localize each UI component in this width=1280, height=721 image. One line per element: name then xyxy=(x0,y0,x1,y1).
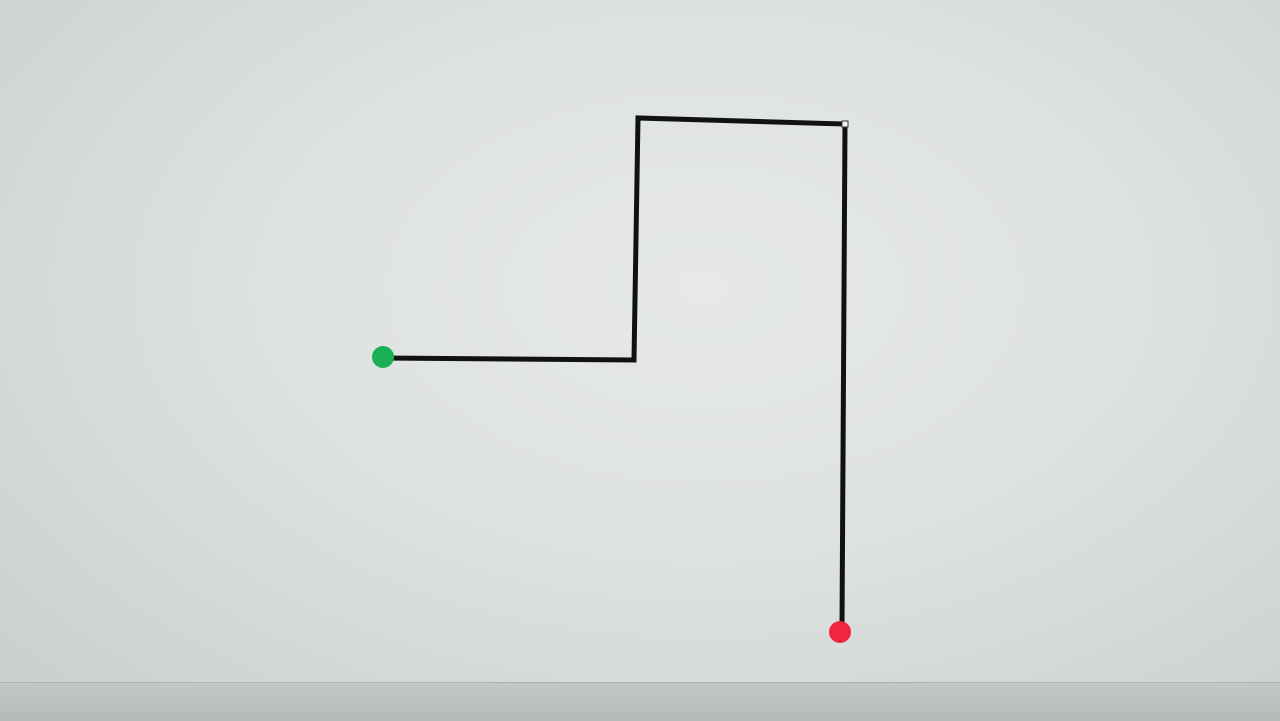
route-path xyxy=(382,115,848,627)
monitor-bezel xyxy=(0,682,1280,721)
corner-node xyxy=(841,120,849,128)
start-point xyxy=(372,346,394,368)
end-point xyxy=(829,621,851,643)
